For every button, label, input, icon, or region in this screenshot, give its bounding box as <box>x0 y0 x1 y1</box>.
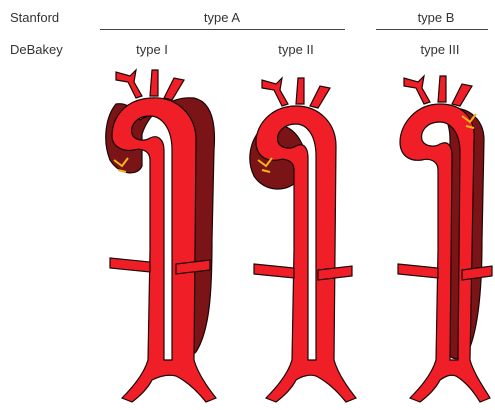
type-2-true-lumen <box>256 106 356 402</box>
type-2-arch-branches <box>262 78 330 108</box>
type-3-illustration <box>398 76 492 402</box>
type-1-illustration <box>106 70 216 402</box>
type-2-illustration <box>250 78 356 402</box>
type-1-arch-branches <box>116 70 184 100</box>
type-3-arch-branches <box>404 76 472 106</box>
